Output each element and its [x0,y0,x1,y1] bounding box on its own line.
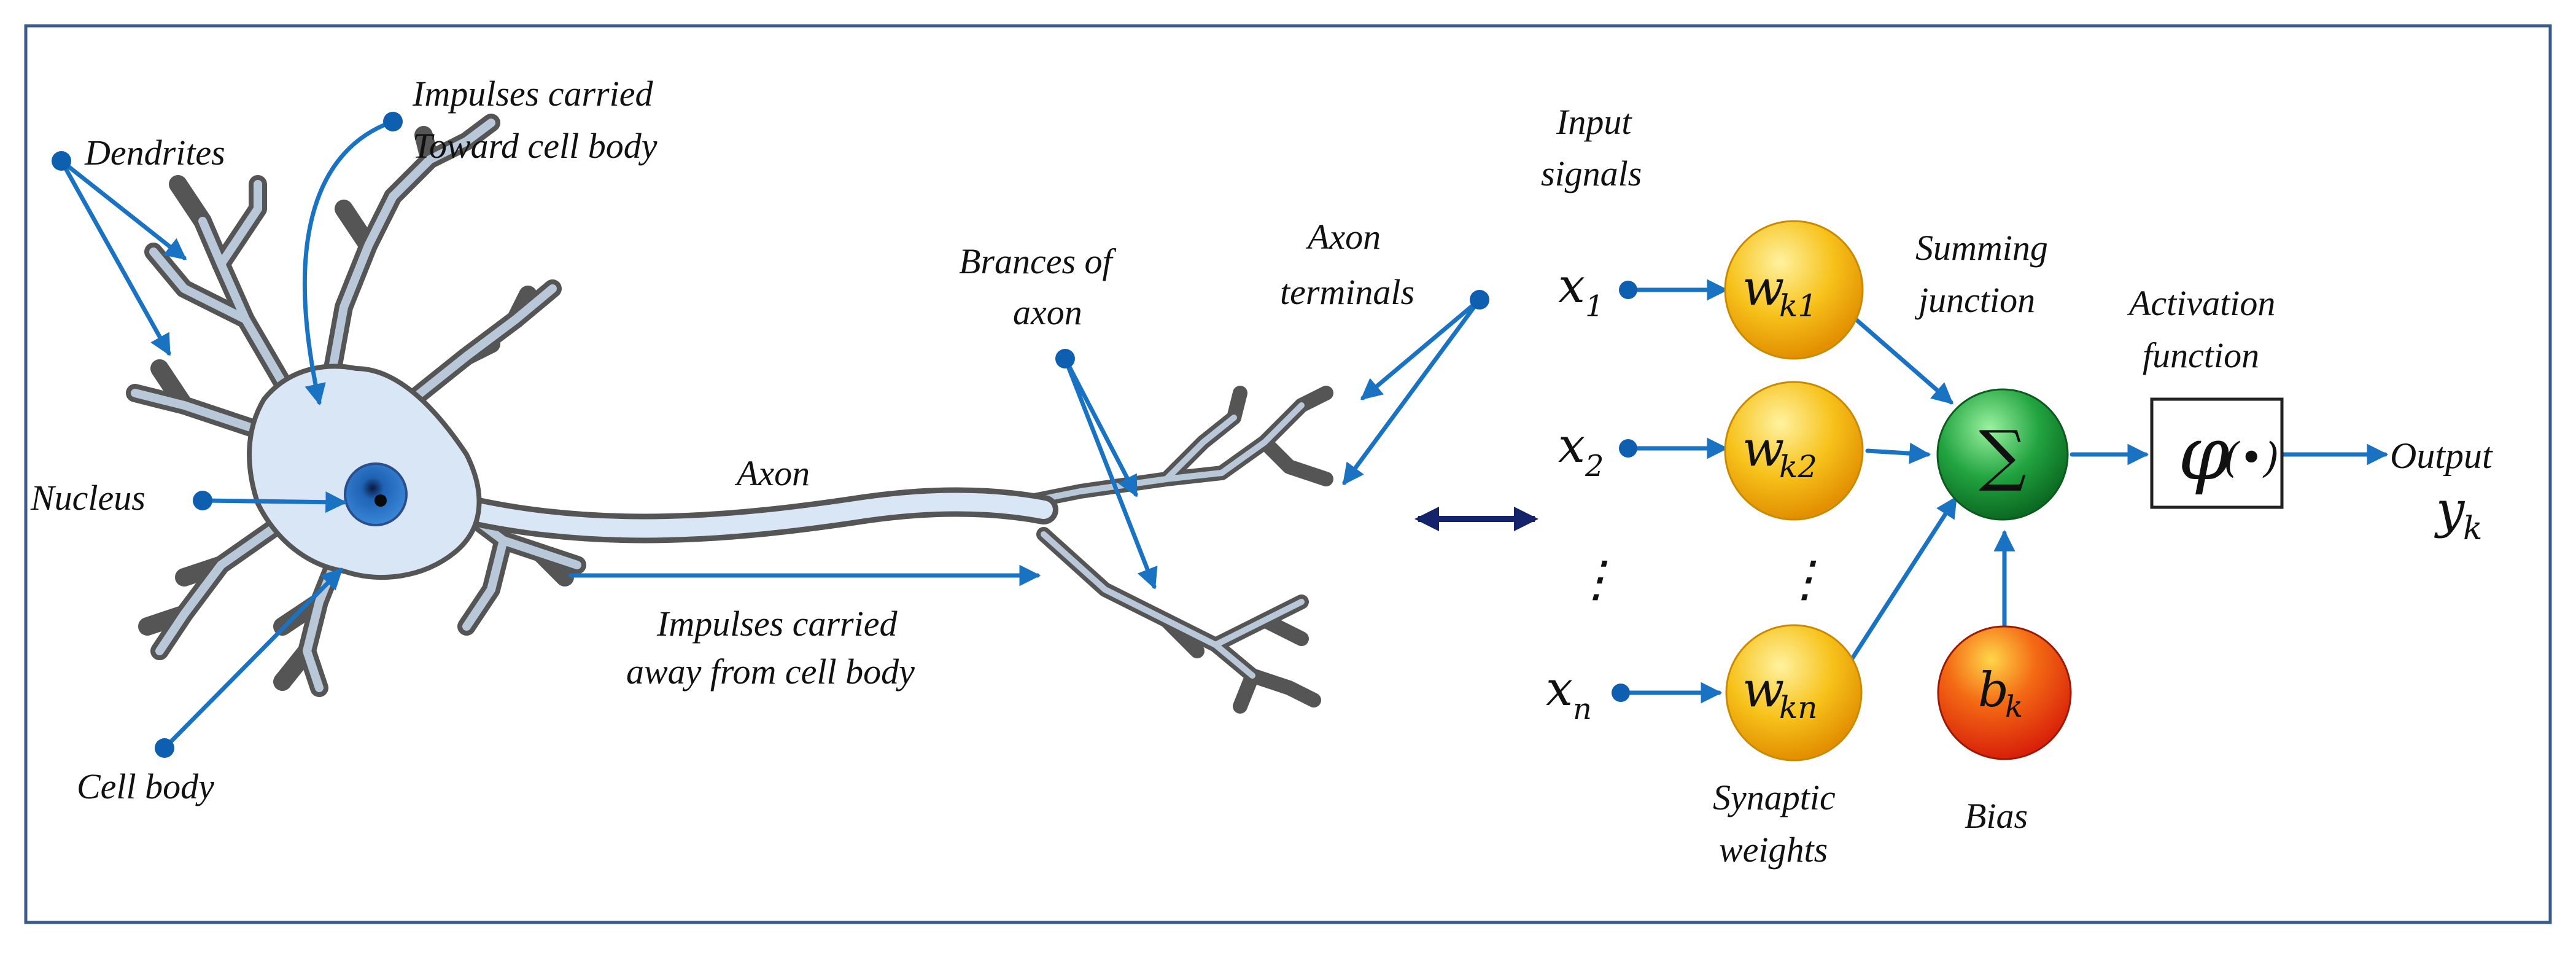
summing-junction-node [1936,388,2069,521]
wkn-base: w [1742,661,1784,718]
weight-node-k1 [1724,220,1864,360]
input-x2: x 2 [1558,418,1604,483]
weight-node-k2 [1724,381,1864,521]
wk2-to-sum-arrow [1865,442,1931,464]
neuron-annotation-arrows [59,119,1482,750]
axon-label: Axon [734,453,810,493]
x1-dot [1619,281,1637,299]
cell-body-arrow [162,567,343,750]
bias-label: Bias [1965,796,2028,836]
x1-sub: 1 [1585,289,1604,324]
terminals-arrow-2 [1342,297,1482,486]
summing-label-line1: Summing [1915,228,2048,268]
x1-base: x [1558,259,1585,314]
branches-arrow-2 [1063,356,1158,590]
bk-sub: k [2005,690,2023,724]
xn-sub: n [1573,692,1592,727]
terminals-dot [1470,290,1489,310]
terminals-arrow-1 [1360,297,1482,400]
x2-base: x [1558,418,1585,474]
xn-base: x [1546,661,1573,717]
activation-label-line1: Activation [2127,283,2275,323]
impulses-toward-label-line2: Toward cell body [413,126,658,166]
phi-symbol: φ [2178,411,2230,497]
impulses-away-label-line2: away from cell body [626,652,915,692]
activation-function-box [2150,397,2284,509]
dendrites-arrow-1 [59,158,187,260]
wkn-sub: kn [1779,690,1818,725]
wkn-to-sum-arrow [1847,496,1958,666]
nucleolus [374,494,387,507]
wk1-sub: k1 [1779,288,1817,324]
output-label: Output [2390,435,2493,476]
input-x1: x 1 [1558,259,1604,324]
neuron-annotation-dots [52,112,1489,758]
inputs-ellipsis: ⋮ [1572,550,1621,607]
nucleus-dot [193,491,212,510]
synaptic-label-line2: weights [1719,830,1828,870]
synaptic-label-line1: Synaptic [1713,778,1836,817]
cell-body-dot [155,738,174,758]
figure-frame [24,24,2552,924]
impulses-away-label-line1: Impulses carried [656,604,898,644]
model-arrows [1626,279,2389,704]
wk2-base: w [1742,420,1784,477]
branches-dot [1055,349,1075,368]
activation-label-line2: function [2143,335,2259,375]
yk-sub: k [2463,510,2483,547]
cell-body-label: Cell body [77,766,214,806]
neuron-illustration [126,114,1333,714]
output-variable: y k [2434,481,2483,547]
summing-label-line2: junction [1914,280,2035,320]
input-xn: x n [1546,661,1592,727]
terminals-label-line2: terminals [1280,272,1414,312]
branches-label-line2: axon [1013,292,1082,332]
x2-sub: 2 [1585,449,1604,483]
wk1-to-sum-arrow [1839,305,1953,405]
input-signals-label-line1: Input [1556,102,1632,142]
nucleus-label: Nucleus [30,478,145,518]
weight-wk2: w k2 [1742,420,1817,485]
x2-dot [1619,439,1637,458]
wk1-base: w [1742,259,1784,316]
dendrites-dot [52,151,71,171]
terminals-label-line1: Axon [1305,217,1381,257]
nucleus-arrow [200,491,347,513]
dendrites-label: Dendrites [84,133,225,173]
wk2-sub: k2 [1779,449,1817,485]
weight-node-kn [1725,624,1863,762]
phi-argument: (•) [2224,434,2279,481]
sum-symbol: ∑ [1979,417,2026,494]
impulses-toward-dot [383,112,403,131]
yk-base: y [2434,481,2465,539]
xn-dot [1612,684,1630,702]
bk-base: b [1978,663,2009,718]
weights-ellipsis: ⋮ [1780,550,1829,607]
input-signals-label-line2: signals [1541,154,1642,193]
impulses-toward-label-line1: Impulses carried [412,74,653,114]
model-input-dots [1612,281,1637,702]
dendrites-arrow-2 [59,158,171,356]
bias-variable: b k [1978,663,2023,724]
weight-wk1: w k1 [1742,259,1817,324]
weight-wkn: w kn [1742,661,1818,725]
bias-node [1937,625,2072,760]
axon-shaft-inner [457,493,1053,538]
impulses-toward-arrow [303,119,395,406]
branches-label-line1: Brances of [959,241,1117,281]
nucleus [344,462,408,526]
branches-arrow-1 [1063,356,1138,497]
